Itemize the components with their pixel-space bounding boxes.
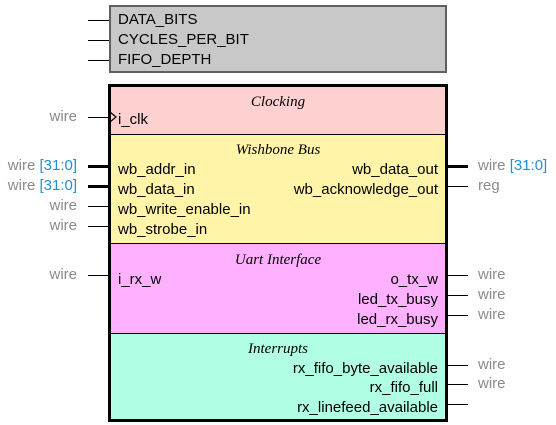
signal-type: wire [31:0]	[8, 177, 77, 195]
bus-line	[88, 165, 109, 168]
signal-type: wire	[478, 306, 506, 323]
signal-type: wire	[478, 286, 506, 303]
bus-width: [31:0]	[509, 157, 548, 174]
signal-type: wire [31:0]	[478, 157, 547, 175]
port-label: rx_fifo_byte_available	[292, 360, 438, 377]
param-line	[88, 20, 109, 21]
wishbone-section: Wishbone Bus wb_addr_in wb_data_in wb_wr…	[111, 134, 445, 243]
section-title: Uart Interface	[234, 252, 322, 268]
signal-type: wire	[49, 266, 77, 283]
signal-line	[447, 275, 468, 276]
signal-line	[88, 275, 109, 276]
port-label: o_tx_w	[390, 271, 438, 288]
port-label: wb_data_out	[352, 161, 438, 178]
parameter-label: CYCLES_PER_BIT	[118, 31, 249, 48]
signal-line	[447, 295, 468, 296]
signal-line	[447, 365, 468, 366]
bus-width: [31:0]	[39, 157, 77, 174]
port-label: wb_acknowledge_out	[293, 181, 438, 198]
signal-line	[88, 206, 109, 207]
port-label: i_rx_w	[118, 271, 162, 288]
section-title: Clocking	[250, 94, 306, 110]
section-title: Wishbone Bus	[235, 142, 321, 158]
signal-line	[447, 404, 468, 405]
type-kind: wire	[7, 177, 36, 194]
signal-line	[447, 186, 468, 187]
port-label: wb_addr_in	[118, 161, 196, 178]
signal-type: wire	[49, 197, 77, 214]
port-label: wb_data_in	[118, 181, 195, 198]
signal-type: wire	[49, 108, 77, 125]
param-line	[88, 40, 109, 41]
param-line	[88, 60, 109, 61]
port-label: rx_fifo_full	[369, 379, 438, 396]
signal-type: wire	[478, 266, 506, 283]
type-kind: wire	[7, 157, 36, 174]
port-label: i_clk	[118, 111, 149, 128]
parameters-box: DATA_BITS CYCLES_PER_BIT FIFO_DEPTH	[109, 5, 447, 73]
port-label: led_tx_busy	[357, 291, 438, 308]
parameter-label: FIFO_DEPTH	[118, 51, 212, 68]
signal-type: wire	[478, 356, 506, 373]
signal-line	[447, 384, 468, 385]
section-title: Interrupts	[248, 341, 308, 357]
interrupts-section: Interrupts rx_fifo_byte_available rx_fif…	[111, 333, 445, 419]
port-label: wb_write_enable_in	[118, 201, 251, 218]
signal-type: wire	[49, 217, 77, 234]
signal-type: wire	[478, 375, 506, 392]
module-box: Clocking i_clk Wishbone Bus wb_addr_in w…	[108, 84, 448, 422]
bus-line	[88, 185, 109, 188]
bus-line	[447, 165, 468, 168]
clocking-section: Clocking i_clk	[111, 87, 445, 134]
signal-type: reg	[478, 177, 500, 194]
uart-section: Uart Interface i_rx_w o_tx_w led_tx_busy…	[111, 243, 445, 333]
bus-width: [31:0]	[39, 177, 77, 194]
clock-line	[88, 117, 110, 118]
signal-line	[447, 315, 468, 316]
port-label: rx_linefeed_available	[297, 399, 438, 416]
signal-line	[88, 226, 109, 227]
port-label: led_rx_busy	[357, 311, 438, 328]
signal-type: wire [31:0]	[8, 157, 77, 175]
port-label: wb_strobe_in	[118, 221, 208, 238]
parameter-label: DATA_BITS	[118, 11, 198, 28]
type-kind: wire	[478, 157, 506, 174]
